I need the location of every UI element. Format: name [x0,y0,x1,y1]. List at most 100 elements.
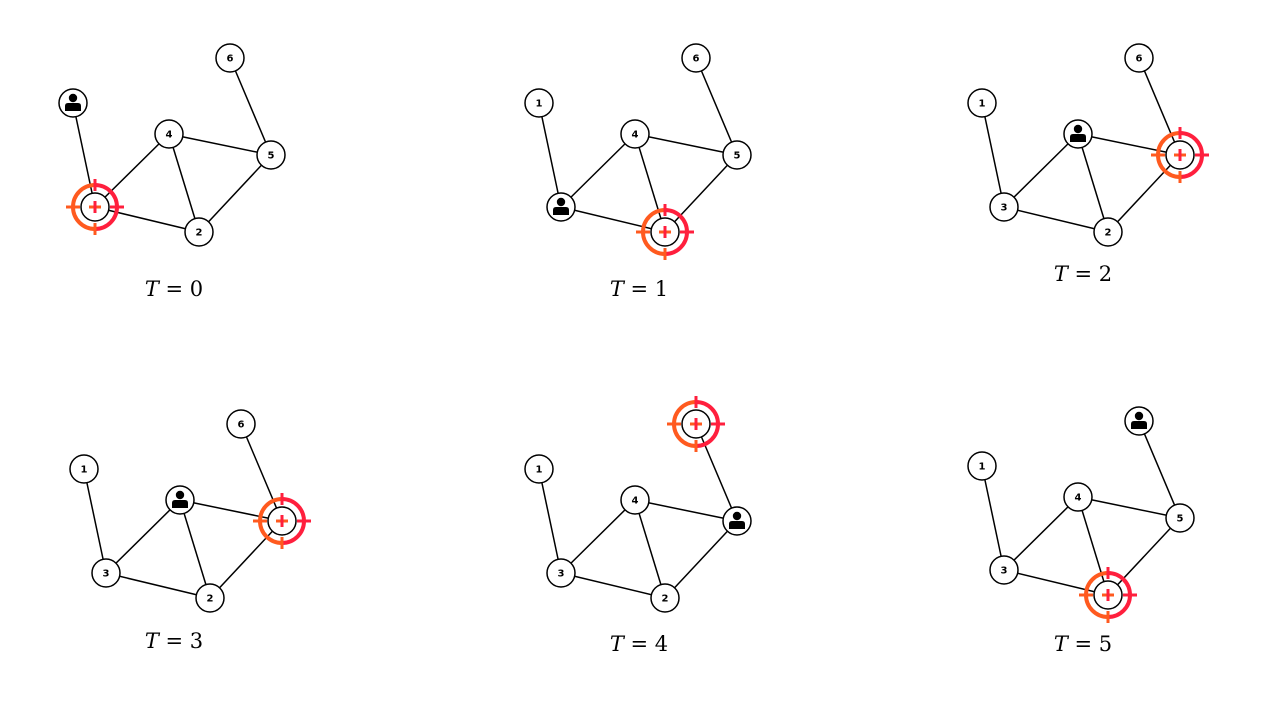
crosshair-target-icon [66,179,124,235]
node-2: 2 [195,583,225,613]
crosshair-target-icon [1151,127,1209,183]
edge-3-4 [94,133,170,208]
node-4: 4 [1063,482,1093,512]
edge-4-2 [1077,496,1109,596]
edge-3-2 [105,572,211,599]
edge-4-5 [179,499,283,522]
node-label: 3 [1001,203,1008,214]
edge-3-2 [1003,206,1109,233]
node-4: 4 [620,119,650,149]
edge-3-4 [560,499,636,574]
node-4: 4 [620,485,650,515]
node-6: 6 [1124,43,1154,73]
node-3 [546,192,576,222]
time-caption: T = 3 [145,629,203,653]
person-icon [553,197,569,215]
person-icon [65,93,81,111]
node-5: 5 [256,140,286,170]
edge-5-6 [695,423,738,522]
node-3 [66,179,124,235]
time-caption: T = 5 [1054,632,1112,656]
node-1: 1 [69,454,99,484]
node-label: 3 [1001,566,1008,577]
edge-1-3 [981,465,1005,571]
person-icon [729,511,745,529]
crosshair-target-icon [1079,567,1137,623]
node-label: 6 [1136,54,1143,65]
node-6: 6 [226,409,256,439]
node-label: 5 [1177,514,1184,525]
edge-3-4 [1003,496,1079,571]
panel-t4: 1 2 3 4 T = 4 [524,396,752,656]
crosshair-target-icon [253,493,311,549]
node-1 [58,88,88,118]
panel-t0: 2 4 5 6 T = 0 [58,43,286,301]
node-1: 1 [967,88,997,118]
edge-2-5 [664,154,738,233]
edge-4-2 [634,133,666,233]
node-label: 2 [196,228,203,239]
edge-2-5 [209,520,283,599]
node-4 [1063,119,1093,149]
edge-4-5 [634,133,738,156]
edge-1-3 [83,468,107,574]
crosshair-target-icon [636,204,694,260]
node-1: 1 [967,451,997,481]
person-icon [1131,411,1147,429]
node-2 [636,204,694,260]
node-label: 3 [558,569,565,580]
node-1: 1 [524,454,554,484]
edge-5-6 [1138,420,1181,519]
node-label: 4 [1075,493,1082,504]
node-2: 2 [650,583,680,613]
edge-4-2 [168,133,200,233]
node-label: 6 [227,54,234,65]
node-label: 1 [81,465,88,476]
node-label: 1 [979,462,986,473]
time-caption: T = 2 [1054,262,1112,286]
node-label: 2 [207,594,214,605]
node-5: 5 [722,140,752,170]
node-label: 1 [536,99,543,110]
time-caption: T = 0 [145,277,203,301]
edge-3-2 [560,206,666,233]
node-3: 3 [989,192,1019,222]
crosshair-target-icon [667,396,725,452]
node-6 [667,396,725,452]
edge-4-5 [634,499,738,522]
edge-1-3 [538,468,562,574]
edge-4-2 [634,499,666,599]
node-3: 3 [989,555,1019,585]
edge-1-3 [981,102,1005,208]
node-6 [1124,406,1154,436]
panel-t2: 1 2 3 6 T = 2 [967,43,1209,286]
node-6: 6 [215,43,245,73]
node-2 [1079,567,1137,623]
time-caption: T = 4 [610,632,668,656]
node-4: 4 [154,119,184,149]
node-label: 1 [536,465,543,476]
node-4 [165,485,195,515]
edge-1-3 [72,102,96,208]
node-5 [253,493,311,549]
node-label: 6 [238,420,245,431]
edge-2-5 [1107,517,1181,596]
edge-1-3 [538,102,562,208]
node-2: 2 [1093,217,1123,247]
edge-4-5 [1077,133,1181,156]
node-6: 6 [681,43,711,73]
edge-3-4 [105,499,181,574]
edge-5-6 [240,423,283,522]
edge-2-5 [1107,154,1181,233]
node-label: 6 [693,54,700,65]
edge-4-5 [1077,496,1181,519]
node-5 [722,506,752,536]
node-label: 1 [979,99,986,110]
node-1: 1 [524,88,554,118]
person-icon [172,490,188,508]
edge-4-2 [1077,133,1109,233]
edge-5-6 [1138,57,1181,156]
node-3: 3 [546,558,576,588]
